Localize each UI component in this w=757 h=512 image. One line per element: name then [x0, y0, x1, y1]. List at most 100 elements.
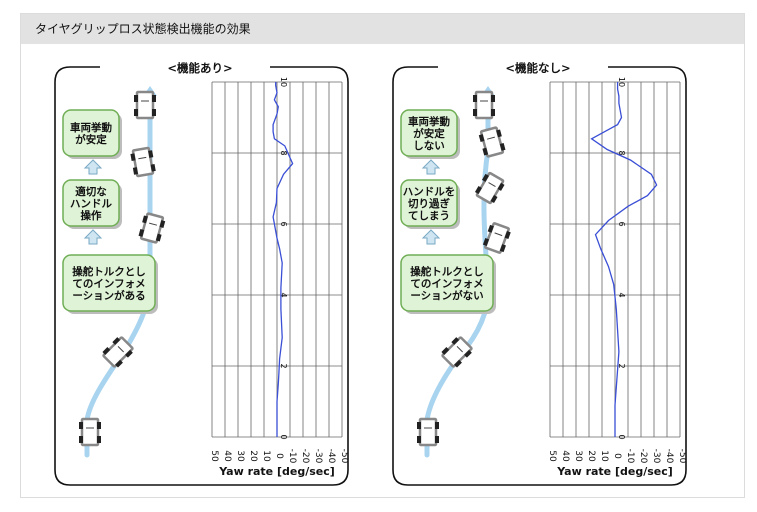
car-body	[135, 90, 155, 120]
car-body	[102, 336, 134, 368]
y-tick-label: 0	[617, 434, 626, 439]
car-wheel	[491, 95, 495, 102]
up-arrow	[421, 229, 441, 245]
car-wheel	[497, 182, 505, 191]
car-body	[418, 417, 438, 447]
step-text: ハンドルを	[403, 186, 456, 198]
x-tick-label: -10	[625, 449, 635, 464]
car-wheel	[79, 436, 83, 443]
vehicle-icon	[417, 417, 439, 447]
up-arrow	[421, 159, 441, 175]
step-text: しない	[413, 140, 445, 152]
car-wheel	[152, 109, 156, 116]
car-axle	[456, 345, 464, 353]
y-tick-label: 6	[279, 221, 288, 226]
step-arrow	[83, 159, 103, 175]
step-box	[62, 179, 120, 227]
car-wheel	[102, 347, 111, 355]
x-tick-label: 20	[248, 450, 258, 462]
car-wheel	[155, 233, 162, 242]
step-text: てのインフォメ	[72, 278, 145, 290]
x-tick-label: -20	[638, 449, 648, 464]
car-wheel	[473, 95, 477, 102]
x-tick-label: 40	[222, 450, 232, 462]
y-tick-label: 4	[279, 292, 288, 297]
car-body	[80, 417, 100, 447]
x-tick-label: 40	[560, 450, 570, 462]
car-body	[474, 90, 494, 120]
x-tick-label: 0	[612, 453, 622, 459]
step-arrow	[421, 159, 441, 175]
car-wheel	[148, 150, 154, 158]
car-wheel	[112, 337, 121, 345]
car-wheel	[132, 167, 139, 175]
vehicle-icon	[130, 146, 156, 178]
y-tick-label: 8	[617, 150, 626, 155]
x-tick-label: -40	[326, 449, 336, 464]
x-tick-label: 50	[209, 450, 219, 462]
step-box	[62, 109, 120, 157]
up-arrow	[83, 229, 103, 245]
panel-label: <機能あり>	[167, 61, 232, 75]
car-wheel	[487, 224, 494, 233]
y-tick-label: 6	[617, 221, 626, 226]
title-bar: タイヤグリップロス状態検出機能の効果	[21, 14, 744, 44]
vehicle-icon	[138, 212, 166, 244]
x-tick-label: -30	[313, 449, 323, 464]
car-axle	[488, 182, 496, 187]
car-axle	[486, 136, 495, 140]
step-box	[400, 179, 458, 227]
yaw-rate-line	[272, 82, 294, 437]
x-tick-label: 30	[235, 450, 245, 462]
vehicle-icon	[478, 126, 506, 158]
car-wheel	[499, 143, 506, 151]
car-axle	[494, 232, 503, 237]
car-wheel	[490, 194, 498, 204]
car-wheel	[482, 147, 489, 156]
car-wheel	[474, 185, 482, 195]
x-tick-label: 10	[599, 450, 609, 462]
step-arrow	[421, 229, 441, 245]
step-text: ハンドル	[70, 198, 112, 210]
yaw-rate-line	[590, 82, 658, 437]
step-text: 操舵トルクとし	[72, 265, 146, 278]
up-arrow	[83, 159, 103, 175]
car-wheel	[435, 436, 439, 443]
x-tick-label: 20	[586, 450, 596, 462]
y-tick-label: 10	[279, 77, 288, 87]
car-wheel	[97, 422, 101, 429]
vehicle-icon	[79, 417, 101, 447]
car-wheel	[478, 134, 485, 142]
car-wheel	[130, 153, 136, 161]
x-tick-label: 50	[547, 450, 557, 462]
car-wheel	[142, 215, 148, 224]
step-arrow	[83, 229, 103, 245]
x-tick-label: -40	[664, 449, 674, 464]
car-wheel	[417, 436, 421, 443]
step-text: てしまう	[408, 210, 450, 222]
y-tick-label: 8	[279, 150, 288, 155]
car-wheel	[473, 109, 477, 116]
y-tick-label: 2	[279, 363, 288, 368]
car-wheel	[150, 164, 156, 172]
car-wheel	[134, 109, 138, 116]
x-tick-label: -50	[677, 449, 687, 464]
x-axis-label: Yaw rate [deg/sec]	[556, 465, 673, 478]
car-wheel	[496, 129, 502, 138]
vehicle-icon	[474, 171, 505, 205]
step-box	[62, 254, 156, 312]
car-wheel	[482, 237, 490, 246]
step-text: ーションがない	[410, 289, 483, 302]
car-wheel	[159, 220, 166, 228]
car-axle	[138, 156, 147, 160]
step-text: ーションがある	[72, 289, 145, 302]
car-wheel	[451, 337, 460, 345]
vehicle-icon	[134, 90, 156, 120]
car-body	[441, 336, 473, 368]
car-axle	[149, 222, 158, 226]
x-tick-label: -20	[300, 449, 310, 464]
car-wheel	[417, 422, 421, 429]
